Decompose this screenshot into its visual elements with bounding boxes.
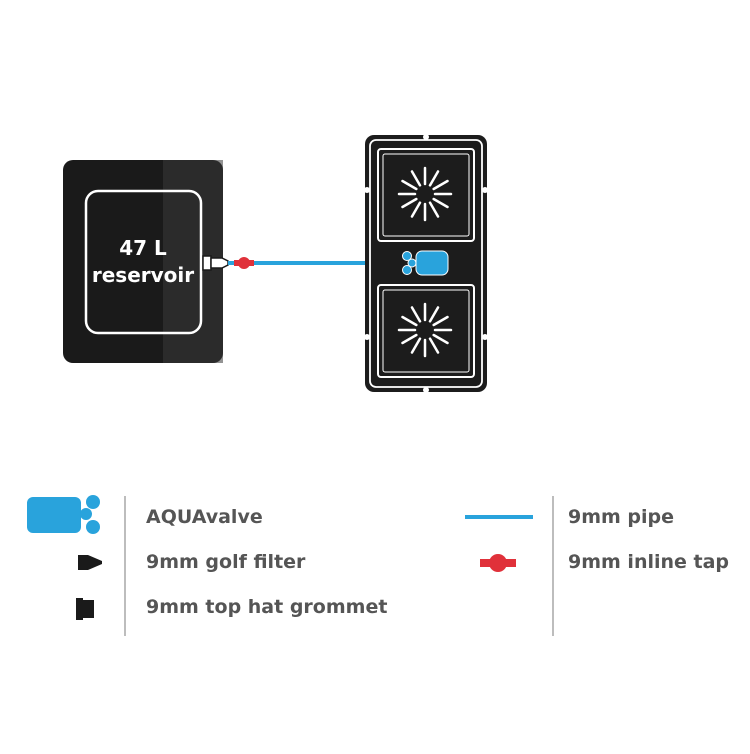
legend-inline-tap-label: 9mm inline tap	[568, 551, 730, 573]
pot-top-inner	[382, 153, 470, 237]
grommet-filter-fitting	[202, 255, 229, 271]
inline-tap-icon	[234, 257, 254, 269]
legend-divider-right	[552, 496, 554, 636]
legend-pipe-label: 9mm pipe	[568, 506, 675, 528]
legend-aquavalve-label: AQUAvalve	[146, 506, 263, 528]
reservoir-capacity-label: 47 L	[119, 236, 167, 260]
pot-bottom-inner	[382, 289, 470, 373]
legend-top-hat-grommet-icon	[76, 598, 94, 620]
legend-divider-left	[124, 496, 126, 636]
reservoir: 47 L reservoir	[63, 160, 223, 363]
legend-golf-filter-icon	[78, 555, 102, 570]
pot-bottom-outline	[377, 284, 475, 378]
golf-filter-icon	[210, 257, 229, 269]
legend-inline-tap-icon	[480, 554, 516, 572]
reservoir-window	[84, 189, 203, 335]
top-hat-grommet-icon	[202, 255, 212, 271]
reservoir-name-label: reservoir	[92, 263, 194, 287]
pot-top-outline	[377, 148, 475, 242]
legend-top-hat-grommet-label: 9mm top hat grommet	[146, 596, 388, 618]
aquavalve-icon	[402, 250, 449, 276]
legend-golf-filter-label: 9mm golf filter	[146, 551, 306, 573]
legend-aquavalve-icon	[27, 495, 100, 534]
